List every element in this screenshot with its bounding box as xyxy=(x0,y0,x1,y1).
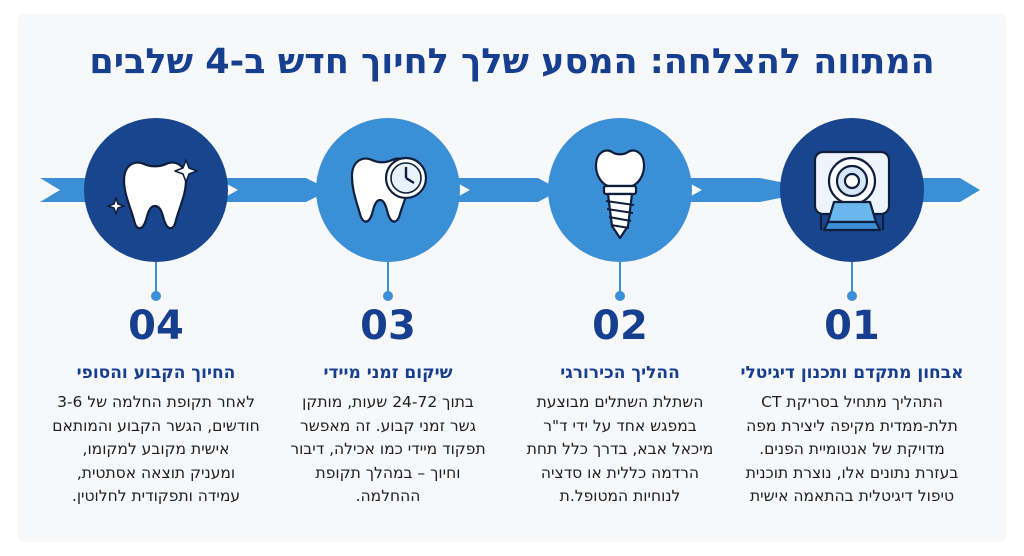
step-number: 03 xyxy=(360,303,416,349)
description-line: טיפול דיגיטלית בהתאמה אישית xyxy=(749,487,955,505)
description-line: בתוך 24-72 שעות, מותקן xyxy=(302,393,474,411)
description-line: וחיוך – במהלך תקופת xyxy=(315,463,461,482)
step-circles xyxy=(84,118,924,301)
page-title: המתווה להצלחה: המסע שלך לחיוך חדש ב-4 של… xyxy=(89,42,935,82)
description-line: עמידה ותפקודית לחלוטין. xyxy=(71,487,241,505)
step-01: 01 אבחון מתקדם ותכנון דיגיטלי התהליך מתח… xyxy=(736,300,968,509)
step-number: 02 xyxy=(592,303,648,349)
description-line: תפקוד מיידי כמו אכילה, דיבור xyxy=(290,440,486,458)
flow-arrow-segment xyxy=(216,178,330,202)
step-description: בתוך 24-72 שעות, מותקן גשר זמני קבוע. זה… xyxy=(272,391,504,509)
description-line: לנוחיות המטופל.ת xyxy=(559,487,681,505)
connector-dot xyxy=(847,291,857,301)
description-line: חודשים, הגשר הקבוע והמותאם xyxy=(52,416,260,435)
sparkling-tooth-icon xyxy=(107,159,198,230)
infographic-background xyxy=(18,14,1006,542)
description-line: מדויקת של אנטומיית הפנים. xyxy=(759,440,945,458)
step-number: 01 xyxy=(824,303,880,349)
description-line: תלת-ממדית מקיפה ליצירת מפה xyxy=(746,416,958,435)
description-line: ההחלמה. xyxy=(355,487,421,505)
step-03: 03 שיקום זמני מיידי בתוך 24-72 שעות, מות… xyxy=(272,300,504,509)
ct-scanner-icon xyxy=(813,150,891,232)
description-line: אישית מקובע למקומו, xyxy=(82,440,230,458)
process-flow-graphic xyxy=(40,118,980,301)
description-line: השתלת השתלים מבוצעת xyxy=(536,393,704,411)
step-description: לאחר תקופת החלמה של 3-6 חודשים, הגשר הקב… xyxy=(40,391,272,509)
description-line: התהליך מתחיל בסריקת CT xyxy=(761,393,943,411)
description-line: ומעניק תוצאה אסתטית, xyxy=(76,463,236,482)
step-title: ההליך הכירורגי xyxy=(560,363,680,383)
step-02: 02 ההליך הכירורגי השתלת השתלים מבוצעת במ… xyxy=(504,300,736,509)
connector-dot xyxy=(615,291,625,301)
dental-implant-icon xyxy=(594,149,646,240)
tooth-clock-icon xyxy=(350,156,428,223)
step-04: 04 החיוך הקבוע והסופי לאחר תקופת החלמה ש… xyxy=(40,300,272,509)
step-description: התהליך מתחיל בסריקת CT תלת-ממדית מקיפה ל… xyxy=(736,391,968,509)
description-line: הרדמה כללית או סדציה xyxy=(540,463,700,482)
flow-arrow-end xyxy=(40,178,94,202)
description-line: לאחר תקופת החלמה של 3-6 xyxy=(57,393,255,411)
step-description: השתלת השתלים מבוצעת במפגש אחד על ידי ד"ר… xyxy=(504,391,736,509)
step-title: אבחון מתקדם ותכנון דיגיטלי xyxy=(740,363,964,383)
connector-dot xyxy=(383,291,393,301)
description-line: בעזרת נתונים אלו, נוצרת תוכנית xyxy=(745,463,959,482)
description-line: גשר זמני קבוע. זה מאפשר xyxy=(300,416,476,435)
flow-arrow-segment xyxy=(448,178,560,202)
description-line: מיכאל אבא, בדרך כלל תחת xyxy=(526,440,714,458)
description-line: במפגש אחד על ידי ד"ר xyxy=(543,416,697,435)
step-title: שיקום זמני מיידי xyxy=(323,363,453,383)
step-number: 04 xyxy=(128,303,184,349)
connector-dot xyxy=(151,291,161,301)
step-title: החיוך הקבוע והסופי xyxy=(76,363,236,383)
